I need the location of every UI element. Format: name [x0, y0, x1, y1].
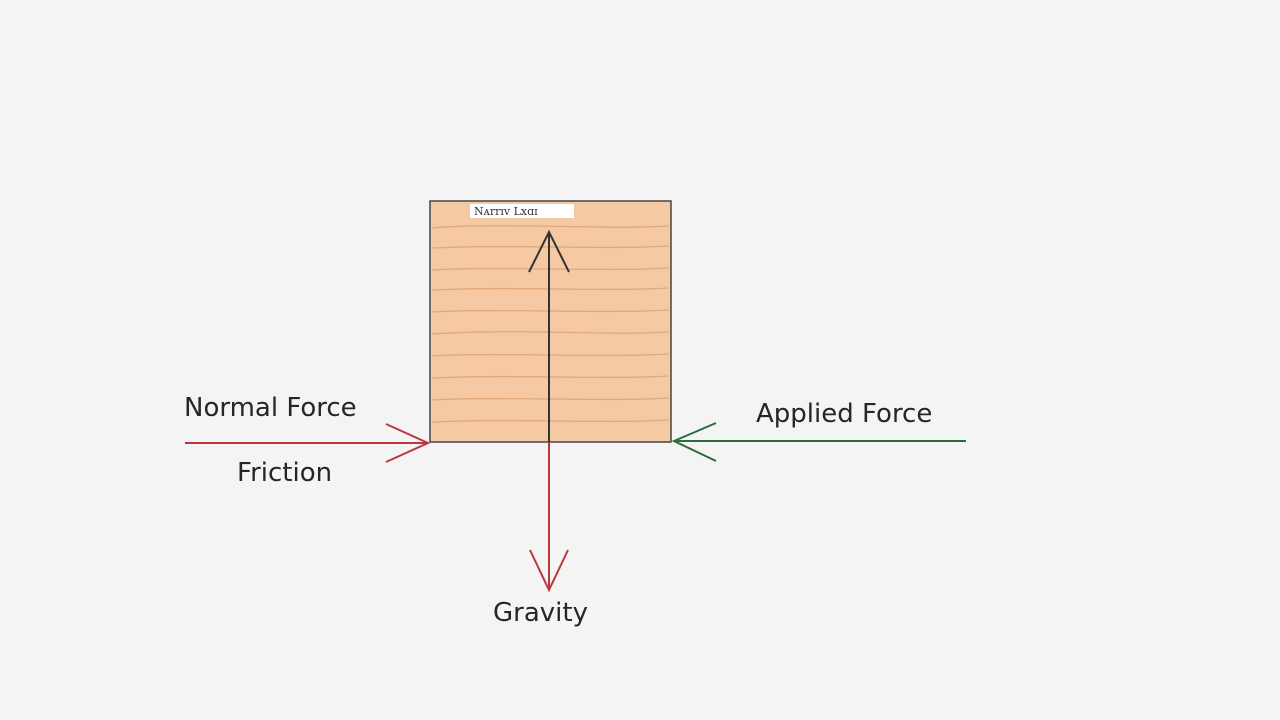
gravity-label: Gravity	[493, 598, 588, 628]
normal-force-label: Normal Force	[184, 393, 357, 423]
normal-force-arrow	[528, 229, 570, 442]
wooden-block: Nᴀrrɪv Lxɑɪ	[429, 200, 672, 443]
applied-force-label: Applied Force	[756, 399, 932, 429]
friction-arrow	[185, 423, 431, 463]
block-body	[429, 200, 672, 443]
wood-grain	[431, 225, 670, 423]
applied-force-arrow	[671, 422, 966, 462]
block-label-backdrop	[470, 204, 574, 218]
friction-label: Friction	[237, 458, 332, 488]
gravity-arrow	[529, 442, 569, 593]
block-label: Nᴀrrɪv Lxɑɪ	[474, 205, 538, 218]
